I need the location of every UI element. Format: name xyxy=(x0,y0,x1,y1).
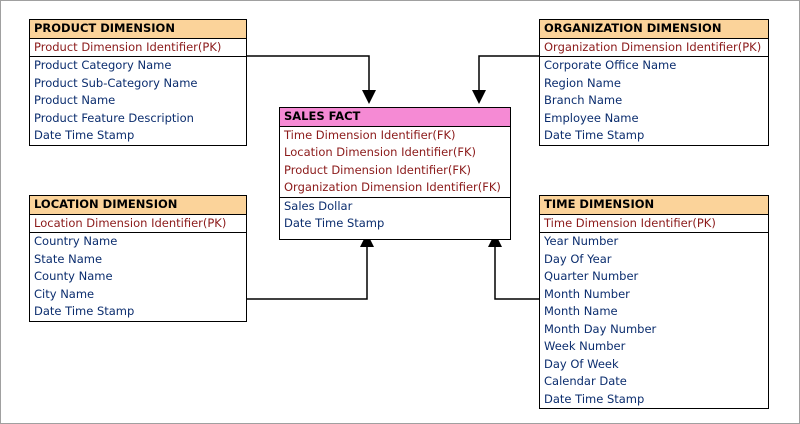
arrowhead-time xyxy=(488,233,502,247)
location-attribute: Country Name xyxy=(34,234,118,248)
location-dimension-header: LOCATION DIMENSION xyxy=(30,196,246,215)
product-dimension-pk: Product Dimension Identifier(PK) xyxy=(30,39,246,57)
organization-attribute: Region Name xyxy=(544,75,621,90)
location-dimension-pk: Location Dimension Identifier(PK) xyxy=(30,215,246,233)
connector-location-fact xyxy=(245,243,368,300)
time-attribute: Day Of Week xyxy=(544,356,619,371)
time-attribute: Month Number xyxy=(544,286,630,301)
sales-fact-table[interactable]: SALES FACT Time Dimension Identifier(FK)… xyxy=(279,107,511,240)
product-attribute: Product Feature Description xyxy=(34,110,194,125)
connector-organization-fact xyxy=(478,55,539,96)
sales-fact-fk: Time Dimension Identifier(FK) xyxy=(284,127,456,142)
sales-fact-padding xyxy=(280,233,510,239)
arrowhead-product xyxy=(362,90,376,104)
time-attribute: Week Number xyxy=(544,339,626,353)
product-attribute: Date Time Stamp xyxy=(34,128,135,142)
location-dimension-table[interactable]: LOCATION DIMENSION Location Dimension Id… xyxy=(29,195,247,322)
sales-fact-attribute: Date Time Stamp xyxy=(284,216,385,230)
sales-fact-fk: Location Dimension Identifier(FK) xyxy=(284,145,477,159)
sales-fact-foreign-keys: Time Dimension Identifier(FK) Location D… xyxy=(280,127,510,198)
time-attribute: Quarter Number xyxy=(544,269,639,283)
product-attribute: Product Category Name xyxy=(34,58,172,72)
time-attribute: Day Of Year xyxy=(544,251,612,266)
location-attribute: Date Time Stamp xyxy=(34,304,135,318)
arrowhead-organization xyxy=(472,90,486,104)
time-attribute: Year Number xyxy=(544,234,619,248)
organization-attribute: Date Time Stamp xyxy=(544,128,645,142)
location-attribute: State Name xyxy=(34,251,103,266)
time-attribute: Date Time Stamp xyxy=(544,391,645,406)
product-attribute: Product Sub-Category Name xyxy=(34,75,198,90)
product-dimension-table[interactable]: PRODUCT DIMENSION Product Dimension Iden… xyxy=(29,19,247,146)
location-attribute: County Name xyxy=(34,269,113,283)
sales-fact-fk: Organization Dimension Identifier(FK) xyxy=(284,180,501,194)
sales-fact-fk: Product Dimension Identifier(FK) xyxy=(284,162,472,177)
organization-attribute: Employee Name xyxy=(544,110,639,125)
sales-fact-header: SALES FACT xyxy=(280,108,510,127)
connector-time-fact xyxy=(494,243,539,300)
product-attribute: Product Name xyxy=(34,93,116,107)
time-dimension-header: TIME DIMENSION xyxy=(540,196,768,215)
sales-fact-attribute: Sales Dollar xyxy=(284,198,353,213)
time-attribute: Calendar Date xyxy=(544,374,627,388)
organization-dimension-pk: Organization Dimension Identifier(PK) xyxy=(540,39,768,57)
arrowhead-location xyxy=(360,233,374,247)
organization-dimension-header: ORGANIZATION DIMENSION xyxy=(540,20,768,39)
time-attribute: Month Day Number xyxy=(544,321,657,336)
organization-dimension-table[interactable]: ORGANIZATION DIMENSION Organization Dime… xyxy=(539,19,769,146)
organization-attribute: Branch Name xyxy=(544,93,623,107)
time-dimension-pk: Time Dimension Identifier(PK) xyxy=(540,215,768,233)
time-dimension-table[interactable]: TIME DIMENSION Time Dimension Identifier… xyxy=(539,195,769,409)
location-attribute: City Name xyxy=(34,286,95,301)
connector-product-fact xyxy=(245,55,370,96)
time-attribute: Month Name xyxy=(544,304,618,318)
organization-attribute: Corporate Office Name xyxy=(544,58,677,72)
product-dimension-header: PRODUCT DIMENSION xyxy=(30,20,246,39)
